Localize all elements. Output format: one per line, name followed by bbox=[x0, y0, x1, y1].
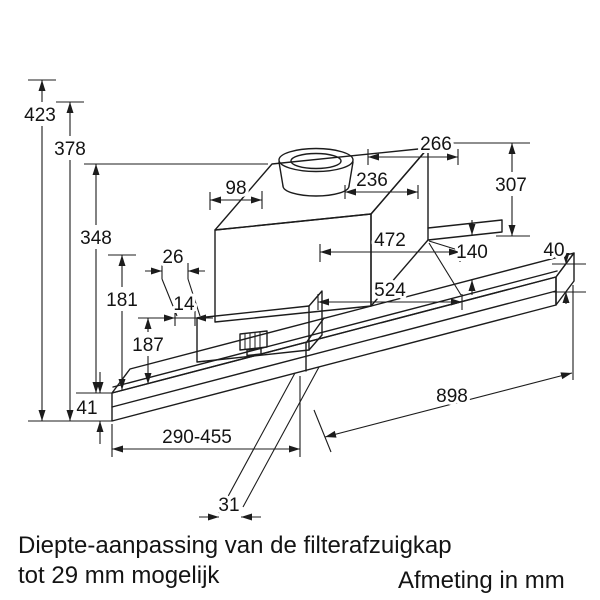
dim-label-378: 378 bbox=[54, 139, 86, 160]
dim-label-423: 423 bbox=[24, 105, 56, 126]
dimension-lines bbox=[38, 80, 573, 521]
dim-label-348: 348 bbox=[80, 228, 112, 249]
dim-898 bbox=[324, 372, 573, 438]
telescopic-housing bbox=[196, 290, 323, 363]
dim-label-187: 187 bbox=[132, 335, 164, 356]
dim-label-236: 236 bbox=[356, 170, 388, 191]
dim-label-40: 40 bbox=[543, 240, 564, 261]
caption-units: Afmeting in mm bbox=[398, 567, 565, 594]
dim-label-307: 307 bbox=[495, 175, 527, 196]
dim-label-898: 898 bbox=[436, 386, 468, 407]
rear-mounting-rail bbox=[427, 219, 503, 241]
dim-label-524: 524 bbox=[374, 280, 406, 301]
dim-label-31: 31 bbox=[218, 495, 239, 516]
visor-panel bbox=[111, 252, 575, 422]
dim-label-181: 181 bbox=[106, 290, 138, 311]
duct-collar bbox=[278, 147, 354, 197]
dim-label-266: 266 bbox=[420, 134, 452, 155]
caption-note-line1: Diepte-aanpassing van de filterafzuigkap bbox=[18, 532, 452, 559]
dim-label-472: 472 bbox=[374, 230, 406, 251]
dim-label-140: 140 bbox=[456, 242, 488, 263]
dim-label-290-455: 290-455 bbox=[162, 427, 232, 448]
caption-note-line2: tot 29 mm mogelijk bbox=[18, 562, 220, 589]
dim-label-98: 98 bbox=[225, 178, 246, 199]
dim-label-41: 41 bbox=[76, 398, 97, 419]
dim-label-14: 14 bbox=[173, 294, 195, 315]
dim-label-26: 26 bbox=[162, 247, 183, 268]
